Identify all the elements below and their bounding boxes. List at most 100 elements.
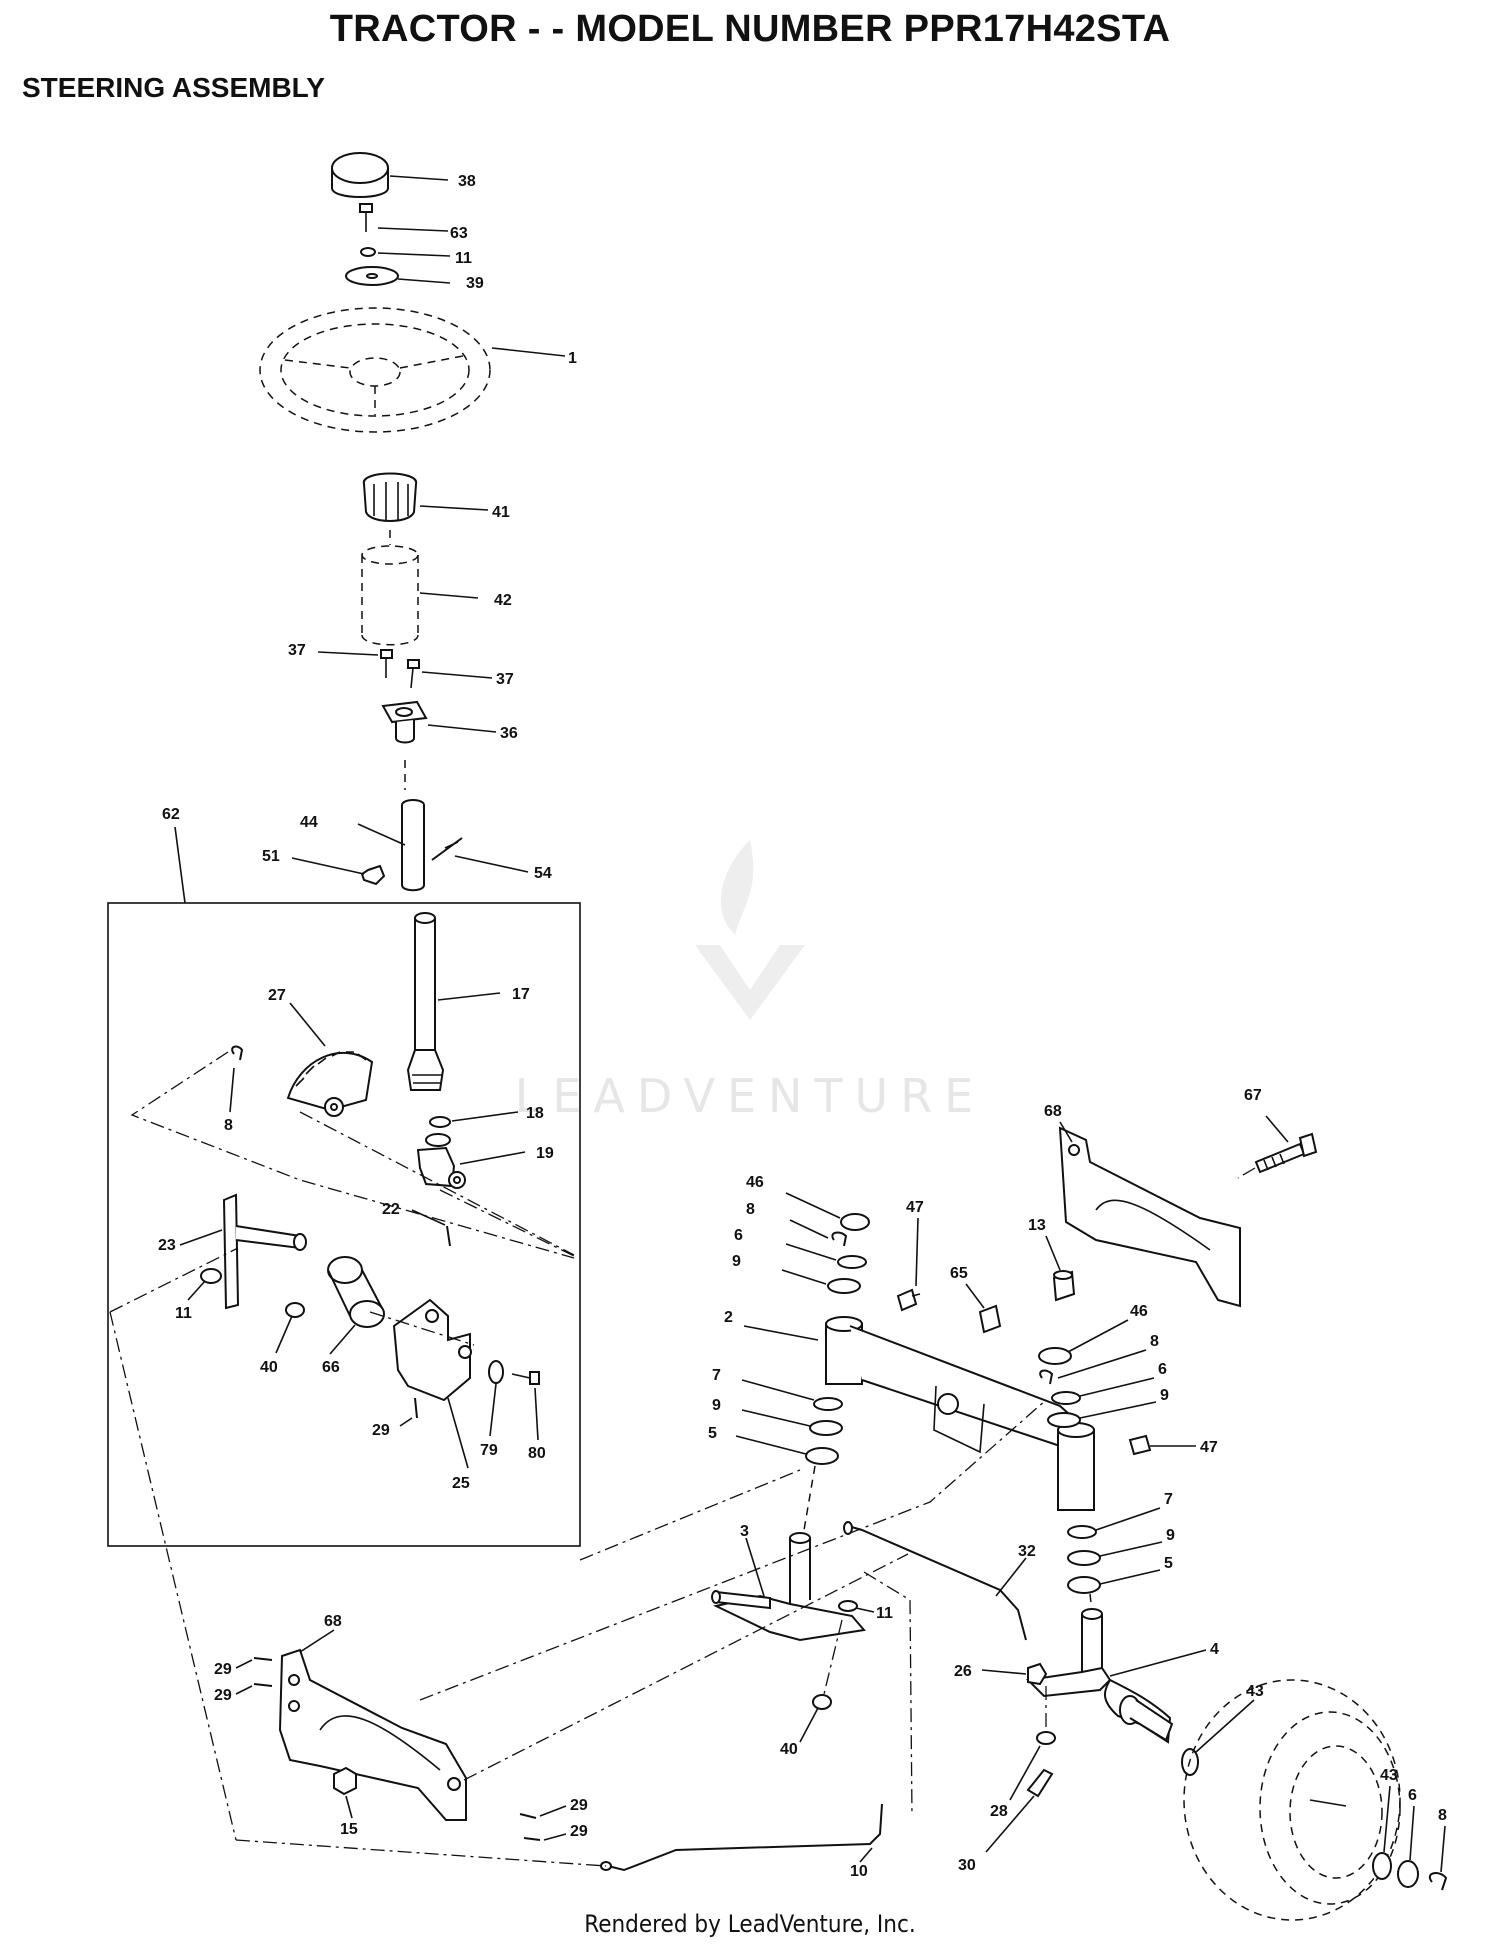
part-screw-29-b: [253, 1683, 273, 1687]
part-washer-11-left: [200, 1268, 222, 1284]
part-tie-rod-32: [843, 1521, 1027, 1641]
kit-box-62: [107, 902, 581, 1547]
callout-47-right: 47: [1200, 1439, 1218, 1456]
callout-8-box: 8: [224, 1117, 233, 1134]
part-bearing-9-left: [809, 1420, 843, 1436]
callout-11: 11: [455, 250, 472, 267]
part-splined-adapter-41: [363, 472, 417, 522]
callout-28: 28: [990, 1803, 1008, 1820]
part-clip-8-left: [231, 1045, 244, 1061]
part-bolt-67: [1254, 1132, 1318, 1174]
callout-32: 32: [1018, 1543, 1036, 1560]
callout-30: 30: [958, 1857, 976, 1874]
callout-29-d: 29: [570, 1823, 588, 1840]
callout-26: 26: [954, 1663, 972, 1680]
part-washer-6-wheel: [1397, 1860, 1419, 1888]
part-cap-46-left: [840, 1213, 870, 1231]
part-bearing-5-left: [805, 1447, 839, 1465]
part-nut-51: [360, 864, 386, 886]
part-lockwasher-11: [360, 247, 376, 257]
part-grease-fitting-47-left: [896, 1288, 921, 1312]
part-bolt-37-left: [380, 649, 393, 678]
part-frame-bracket-68-left: [278, 1648, 467, 1821]
callout-40-lower: 40: [780, 1741, 798, 1758]
part-bearing-9-top-right: [1047, 1412, 1081, 1428]
callout-68-left: 68: [324, 1613, 342, 1630]
callout-51: 51: [262, 848, 280, 865]
callout-17: 17: [512, 986, 530, 1003]
part-washer-6-left: [837, 1255, 867, 1269]
part-screw-29-c: [519, 1813, 537, 1819]
part-nut-40-left: [285, 1302, 305, 1318]
callout-38: 38: [458, 173, 476, 190]
callout-79: 79: [480, 1442, 498, 1459]
callout-68-right: 68: [1044, 1103, 1062, 1120]
part-front-axle-2: [825, 1316, 1095, 1511]
callout-39: 39: [466, 275, 484, 292]
part-pin-30: [1026, 1768, 1054, 1798]
callout-11-tierod: 11: [876, 1605, 893, 1622]
part-screw-29-d: [523, 1837, 541, 1841]
callout-37-right: 37: [496, 671, 514, 688]
callout-29-box: 29: [372, 1422, 390, 1439]
page-title: TRACTOR - - MODEL NUMBER PPR17H42STA: [329, 8, 1171, 50]
callout-65: 65: [950, 1265, 968, 1282]
part-washer-6-right: [1051, 1391, 1081, 1405]
callout-3: 3: [740, 1523, 749, 1540]
part-clip-8-mid: [831, 1231, 848, 1247]
callout-37-left: 37: [288, 642, 306, 659]
leadventure-watermark: LEADVENTURE: [515, 840, 986, 1123]
callout-9-axle: 9: [732, 1253, 741, 1270]
part-washer-43-lower: [1372, 1852, 1392, 1880]
callout-1: 1: [568, 350, 577, 367]
part-clip-8-right: [1039, 1369, 1054, 1385]
callout-2: 2: [724, 1309, 733, 1326]
callout-25: 25: [452, 1475, 470, 1492]
part-steering-cap: [331, 152, 389, 198]
callout-10: 10: [850, 1863, 868, 1880]
part-wheel-dashed: [1183, 1679, 1401, 1921]
callout-6-axle: 6: [734, 1227, 743, 1244]
part-drag-link-10: [600, 1803, 883, 1872]
callout-29-a: 29: [214, 1661, 232, 1678]
part-nut-40-lower: [812, 1694, 832, 1710]
part-bearing-flange-36: [381, 700, 428, 744]
part-washer-39: [345, 266, 399, 286]
callout-40-box: 40: [260, 1359, 278, 1376]
callout-19: 19: [536, 1145, 554, 1162]
callout-41: 41: [492, 504, 510, 521]
callout-8-axle: 8: [746, 1201, 755, 1218]
callout-80: 80: [528, 1445, 546, 1462]
callout-7-right: 7: [1164, 1491, 1173, 1508]
part-frame-bracket-68-right: [1058, 1126, 1241, 1308]
callout-13: 13: [1028, 1217, 1046, 1234]
watermark-text: LEADVENTURE: [515, 1069, 986, 1123]
callout-62: 62: [162, 806, 180, 823]
part-bolt-37-right: [407, 659, 420, 689]
part-washer-7-left: [813, 1397, 843, 1411]
callout-5-left: 5: [708, 1425, 717, 1442]
part-spindle-4-right: [1025, 1608, 1174, 1744]
callout-43-lower: 43: [1380, 1767, 1398, 1784]
part-spindle-3-left: [711, 1532, 866, 1642]
part-washer-18: [429, 1116, 451, 1128]
part-bolt-54: [431, 837, 463, 861]
callout-9-right-top: 9: [1160, 1387, 1169, 1404]
callout-8-right: 8: [1150, 1333, 1159, 1350]
part-bearing-9-right: [1067, 1550, 1101, 1566]
part-bracket-25: [392, 1298, 472, 1402]
part-cap-46-right: [1038, 1347, 1072, 1365]
part-grease-fitting-47-right: [1128, 1434, 1152, 1456]
callout-54: 54: [534, 865, 552, 882]
section-title: STEERING ASSEMBLY: [22, 72, 325, 103]
part-pinion-shaft-17: [406, 912, 445, 1091]
callout-18: 18: [526, 1105, 544, 1122]
callout-8-wheel: 8: [1438, 1807, 1447, 1824]
callout-46-left: 46: [746, 1174, 764, 1191]
callout-44: 44: [300, 814, 318, 831]
part-washer-11-tierod: [838, 1600, 858, 1612]
callout-7-left: 7: [712, 1367, 721, 1384]
callout-67: 67: [1244, 1087, 1262, 1104]
part-clip-8-wheel: [1428, 1872, 1448, 1891]
part-shaft-plate-23: [222, 1193, 307, 1310]
